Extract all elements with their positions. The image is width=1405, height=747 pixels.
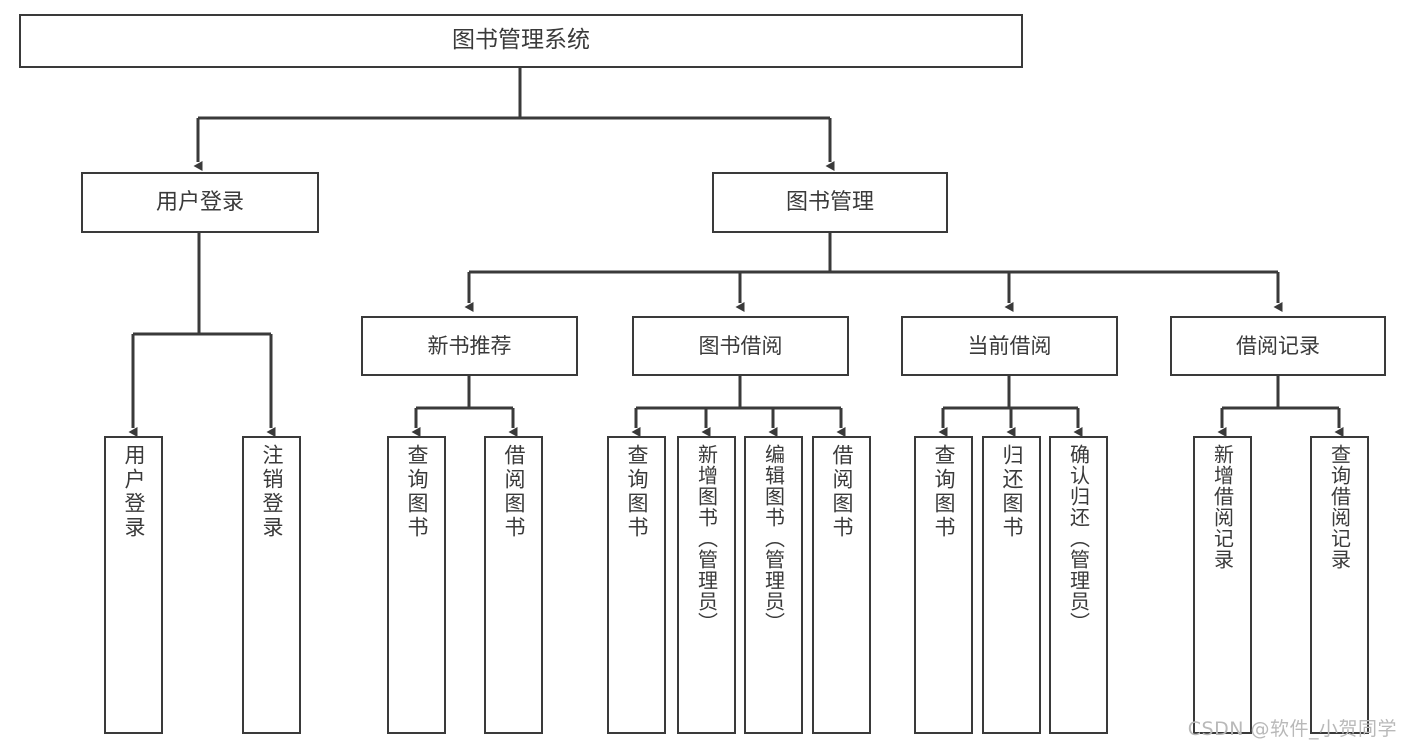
node-leaf-borrow-book-label: 借阅图书 — [830, 444, 854, 540]
node-leaf-add-book-admin-label: 新增图书（管理员） — [694, 444, 719, 633]
node-leaf-user-login[interactable]: 用户登录 — [104, 436, 163, 734]
node-leaf-query-borrow-record-label: 查询借阅记录 — [1327, 444, 1352, 570]
node-current-borrow-label: 当前借阅 — [967, 333, 1052, 358]
node-user-login[interactable]: 用户登录 — [81, 172, 319, 233]
node-leaf-confirm-return-admin-label: 确认归还（管理员） — [1066, 444, 1091, 633]
node-leaf-return-book[interactable]: 归还图书 — [982, 436, 1041, 734]
node-leaf-confirm-return-admin[interactable]: 确认归还（管理员） — [1049, 436, 1108, 734]
node-leaf-return-book-label: 归还图书 — [1000, 444, 1024, 540]
node-leaf-query-book-recommend-label: 查询图书 — [405, 444, 429, 540]
node-leaf-borrow-book-recommend[interactable]: 借阅图书 — [484, 436, 543, 734]
node-book-manage-label: 图书管理 — [785, 189, 874, 215]
node-leaf-borrow-book[interactable]: 借阅图书 — [812, 436, 871, 734]
node-leaf-query-book-borrow-label: 查询图书 — [625, 444, 649, 540]
node-current-borrow[interactable]: 当前借阅 — [901, 316, 1118, 376]
node-borrow-record-label: 借阅记录 — [1236, 333, 1320, 358]
node-book-borrow-label: 图书借阅 — [698, 333, 783, 358]
node-leaf-borrow-book-recommend-label: 借阅图书 — [502, 444, 526, 540]
node-new-book-recommend[interactable]: 新书推荐 — [361, 316, 578, 376]
node-leaf-logout-label: 注销登录 — [260, 444, 284, 540]
node-new-book-recommend-label: 新书推荐 — [427, 333, 512, 358]
node-leaf-edit-book-admin-label: 编辑图书（管理员） — [761, 444, 786, 633]
node-root-label: 图书管理系统 — [452, 27, 590, 54]
node-book-manage[interactable]: 图书管理 — [712, 172, 948, 233]
node-leaf-add-book-admin[interactable]: 新增图书（管理员） — [677, 436, 736, 734]
node-leaf-query-borrow-record[interactable]: 查询借阅记录 — [1310, 436, 1369, 734]
node-borrow-record[interactable]: 借阅记录 — [1170, 316, 1386, 376]
node-root[interactable]: 图书管理系统 — [19, 14, 1023, 68]
node-leaf-add-borrow-record-label: 新增借阅记录 — [1210, 444, 1235, 570]
node-leaf-query-book-recommend[interactable]: 查询图书 — [387, 436, 446, 734]
node-leaf-query-book-borrow[interactable]: 查询图书 — [607, 436, 666, 734]
node-leaf-query-book-current-label: 查询图书 — [932, 444, 956, 540]
node-user-login-label: 用户登录 — [155, 189, 244, 215]
node-leaf-query-book-current[interactable]: 查询图书 — [914, 436, 973, 734]
node-book-borrow[interactable]: 图书借阅 — [632, 316, 849, 376]
node-leaf-edit-book-admin[interactable]: 编辑图书（管理员） — [744, 436, 803, 734]
node-leaf-logout[interactable]: 注销登录 — [242, 436, 301, 734]
watermark-text: CSDN @软件_小贺同学 — [1187, 718, 1397, 740]
node-leaf-user-login-label: 用户登录 — [122, 444, 146, 540]
node-leaf-add-borrow-record[interactable]: 新增借阅记录 — [1193, 436, 1252, 734]
